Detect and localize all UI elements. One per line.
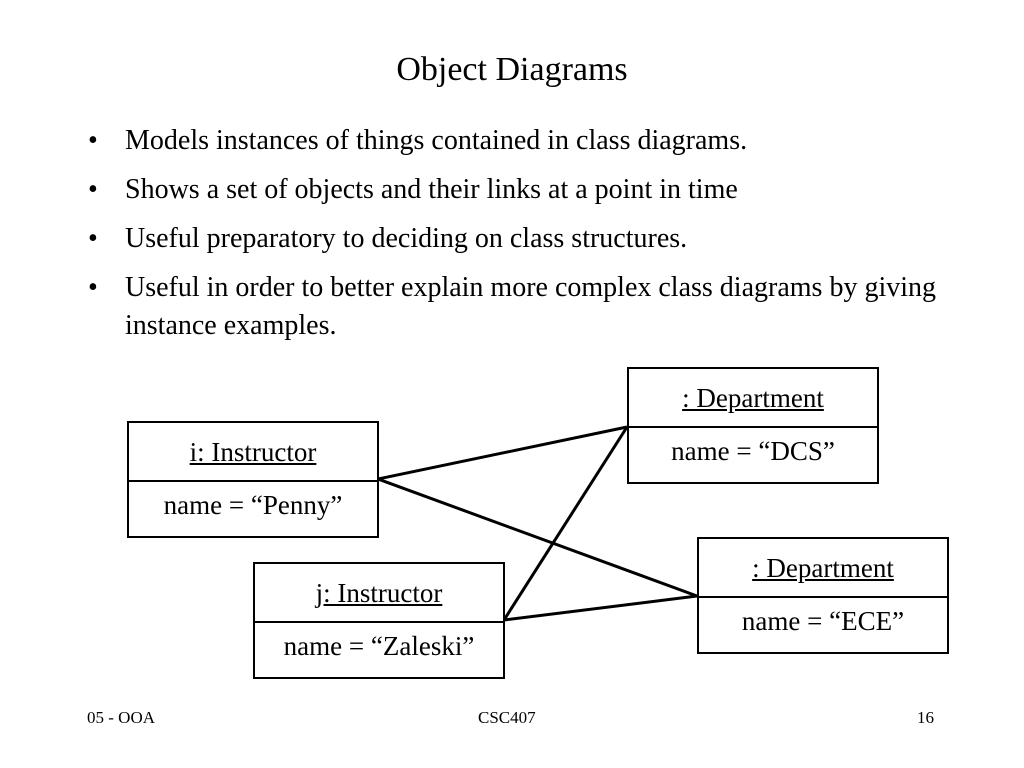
bullet-dot: • bbox=[88, 174, 98, 205]
object-department-ece: : Department name = “ECE” bbox=[697, 537, 949, 654]
bullet-text: Models instances of things contained in … bbox=[125, 125, 748, 156]
link-i-dcs bbox=[377, 425, 628, 481]
object-attribute: name = “Zaleski” bbox=[283, 631, 475, 661]
bullet-item: • Useful in order to better explain more … bbox=[88, 269, 948, 345]
bullet-dot: • bbox=[88, 272, 98, 303]
object-name: : Department bbox=[629, 369, 877, 428]
object-instructor-j: j: Instructor name = “Zaleski” bbox=[253, 562, 505, 679]
object-name: j: Instructor bbox=[255, 564, 503, 623]
object-department-dcs: : Department name = “DCS” bbox=[627, 367, 879, 484]
footer-page-number: 16 bbox=[917, 708, 934, 727]
object-attribute: name = “DCS” bbox=[671, 436, 835, 466]
link-i-ece bbox=[377, 477, 698, 598]
bullet-text: Useful preparatory to deciding on class … bbox=[125, 223, 688, 254]
slide-title: Object Diagrams bbox=[396, 51, 628, 88]
object-attribute: name = “ECE” bbox=[741, 606, 905, 636]
footer-left: 05 - OOA bbox=[87, 708, 155, 727]
bullet-item: • Useful preparatory to deciding on class… bbox=[88, 220, 948, 258]
bullet-dot: • bbox=[88, 125, 98, 156]
bullet-text: Useful in order to better explain more c… bbox=[125, 272, 937, 341]
object-attribute: name = “Penny” bbox=[163, 490, 343, 520]
link-j-dcs bbox=[502, 426, 629, 621]
footer-center: CSC407 bbox=[478, 708, 536, 727]
bullet-dot: • bbox=[88, 223, 98, 254]
object-instructor-i: i: Instructor name = “Penny” bbox=[127, 421, 379, 538]
bullet-item: • Models instances of things contained in… bbox=[88, 122, 948, 160]
object-name: : Department bbox=[699, 539, 947, 598]
link-j-ece bbox=[503, 594, 698, 622]
bullet-text: Shows a set of objects and their links a… bbox=[125, 174, 738, 205]
bullet-list: • Models instances of things contained in… bbox=[88, 122, 948, 356]
bullet-item: • Shows a set of objects and their links … bbox=[88, 171, 948, 209]
object-name: i: Instructor bbox=[129, 423, 377, 482]
